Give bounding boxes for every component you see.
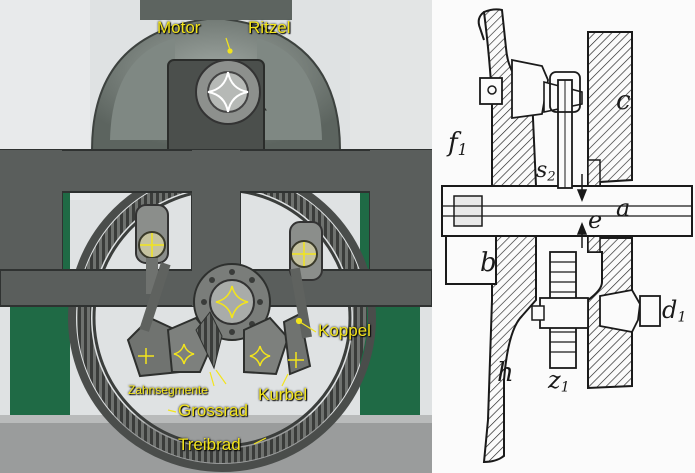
label-b: b — [480, 248, 497, 278]
label-s2: s2 — [536, 158, 556, 185]
label-d1: d1 — [662, 296, 687, 326]
crank-pin-right — [289, 221, 323, 281]
label-kurbel: Kurbel — [258, 385, 308, 404]
axle-hub-left — [445, 235, 497, 285]
segment-mark-left — [173, 343, 195, 365]
mechanism-photo — [0, 0, 432, 473]
label-zahnsegmente: Zahnsegmente — [128, 383, 209, 397]
hub-center-mark — [215, 285, 249, 319]
label-f1: f1 — [448, 128, 468, 159]
label-a: a — [616, 194, 631, 222]
crank-pin-bottom — [599, 288, 661, 334]
label-motor: Motor — [157, 18, 201, 37]
label-grossrad: Grossrad — [178, 401, 248, 420]
label-c: c — [616, 86, 631, 116]
label-e: e — [588, 206, 603, 234]
label-ritzel: Ritzel — [248, 18, 291, 37]
label-h: h — [497, 358, 514, 388]
pinion-center-mark — [207, 71, 249, 113]
crank-pin-left — [135, 204, 169, 294]
cross-section-drawing — [432, 0, 695, 473]
lower-linkage — [126, 262, 313, 378]
label-z1: z1 — [548, 366, 570, 396]
label-koppel: Koppel — [318, 321, 371, 340]
segment-mark-right — [249, 345, 271, 367]
label-treibrad: Treibrad — [178, 435, 241, 454]
lower-gear — [531, 251, 589, 369]
